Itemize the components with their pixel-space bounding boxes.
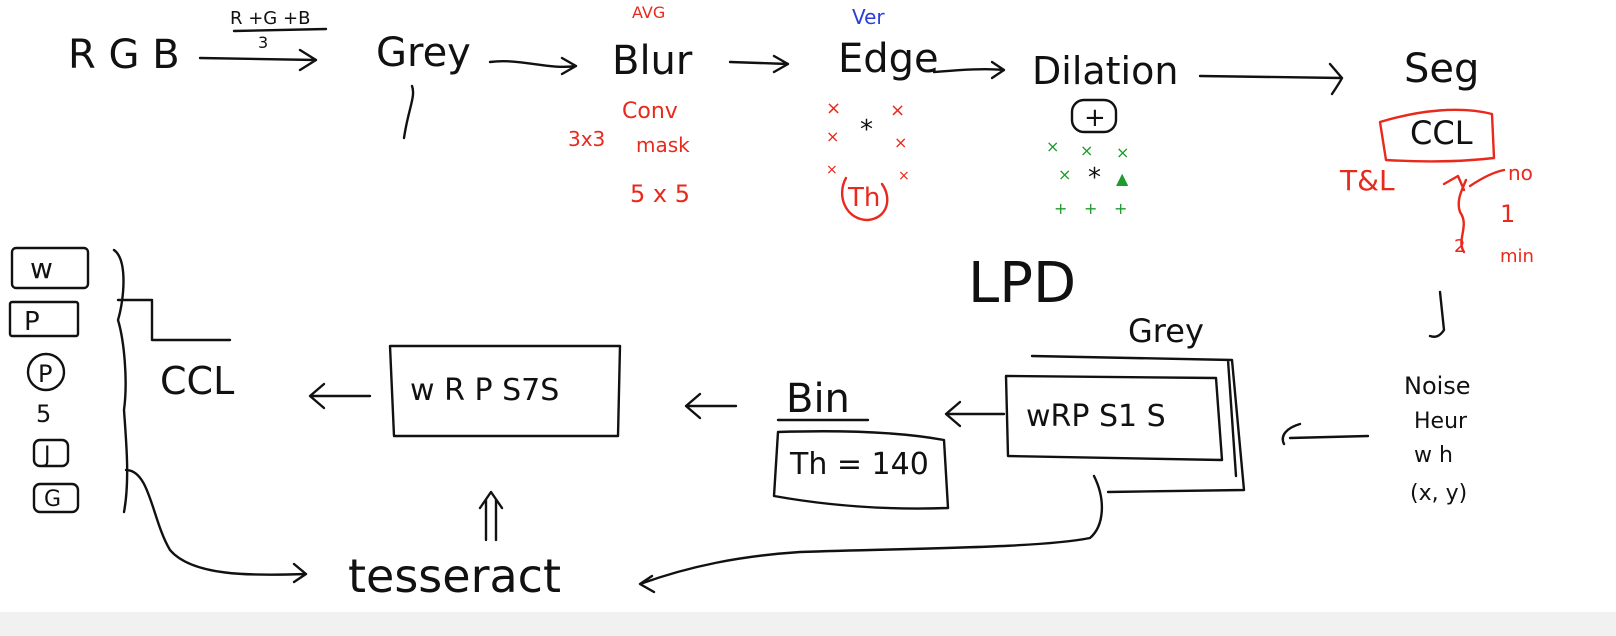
formula-numerator: R +G +B	[230, 8, 310, 29]
threshold-circle	[841, 176, 889, 222]
seg-one-label: 1	[1500, 200, 1515, 228]
char-box-g	[32, 482, 80, 514]
svg-text:×: ×	[826, 98, 841, 119]
grey-label: Grey	[376, 30, 471, 76]
edge-label: Edge	[838, 36, 939, 82]
svg-text:×: ×	[826, 127, 839, 146]
blur-label: Blur	[612, 38, 693, 84]
edge-note: Ver	[852, 5, 885, 29]
seg-two-label: 2	[1454, 236, 1465, 257]
formula-arrow: R +G +B 3	[198, 8, 328, 72]
svg-text:▲: ▲	[1116, 169, 1129, 188]
bin-label: Bin	[786, 376, 850, 422]
arrow-lpd-bin	[944, 400, 1006, 428]
plus-box	[1070, 98, 1118, 134]
svg-text:(x, y): (x, y)	[1410, 481, 1467, 506]
svg-text:×: ×	[1046, 137, 1059, 156]
svg-text:P: P	[38, 360, 52, 388]
arrow-edge-dilation	[932, 60, 1006, 80]
svg-text:w: w	[30, 252, 53, 285]
mask-label: mask	[636, 133, 690, 157]
arrow-bracket-tesseract	[124, 468, 308, 584]
warped2-box	[388, 344, 622, 438]
seg-down-stroke	[1428, 290, 1446, 338]
svg-text:J: J	[42, 443, 51, 468]
threshold-value: Th = 140	[789, 447, 929, 482]
t-and-l-label: T&L	[1339, 164, 1395, 197]
svg-text:Noise: Noise	[1404, 372, 1471, 400]
arrow-lpd-tesseract	[638, 474, 1104, 594]
seg-branch-arrow	[1442, 168, 1506, 254]
grey-down-stroke	[402, 84, 415, 140]
warped2-label: w R P S7S	[410, 373, 559, 408]
tesseract-label: tesseract	[348, 549, 561, 603]
arrow-dilation-seg	[1198, 62, 1344, 96]
arrow-blur-edge	[728, 54, 790, 74]
svg-text:*: *	[1088, 163, 1101, 193]
svg-text:w h: w h	[1414, 443, 1453, 468]
lpd-warped-label: wRP S1 S	[1026, 399, 1166, 434]
svg-text:+: +	[1084, 199, 1097, 218]
svg-text:+: +	[1054, 199, 1067, 218]
char-box-j	[32, 438, 70, 468]
threshold-label: Th	[847, 183, 880, 213]
svg-text:×: ×	[898, 168, 910, 184]
svg-text:P: P	[24, 307, 40, 337]
formula-denominator: 3	[258, 33, 268, 52]
ccl-top-label: CCL	[1410, 114, 1473, 152]
edge-kernel: × × × * × × ×	[826, 98, 910, 184]
bottom-status-strip	[0, 612, 1616, 636]
dilation-kernel: × × × × * ▲ + + +	[1046, 137, 1129, 218]
kernel-5x5: 5 x 5	[630, 180, 690, 208]
svg-text:G: G	[44, 487, 61, 512]
svg-text:Heur: Heur	[1414, 409, 1468, 434]
conv-label: Conv	[622, 99, 678, 124]
svg-text:×: ×	[1080, 141, 1093, 160]
seg-no-label: no	[1508, 161, 1533, 185]
svg-text:×: ×	[1116, 143, 1129, 162]
svg-text:×: ×	[890, 100, 905, 121]
arrow-noise-to-lpd	[1281, 422, 1370, 446]
noise-heur-notes: Noise Heur w h (x, y)	[1404, 372, 1471, 506]
seg-min-label: min	[1500, 246, 1534, 267]
lpd-grey-label: Grey	[1128, 312, 1204, 350]
svg-text:×: ×	[826, 162, 838, 178]
bracket	[112, 248, 232, 514]
char-5: 5	[36, 400, 51, 428]
arrow-grey-blur	[488, 56, 578, 76]
svg-text:×: ×	[1058, 165, 1071, 184]
kernel-3x3: 3x3	[568, 127, 605, 151]
rgb-label: R G B	[68, 32, 180, 78]
char-box-p1	[8, 300, 80, 338]
blur-note: AVG	[632, 3, 665, 22]
dilation-label: Dilation	[1032, 49, 1178, 93]
plus-label: +	[1084, 103, 1106, 133]
svg-text:+: +	[1114, 199, 1127, 218]
seg-label: Seg	[1404, 46, 1479, 92]
ccl-bottom-label: CCL	[160, 359, 234, 403]
ccl-box-top	[1378, 108, 1496, 163]
svg-text:×: ×	[894, 133, 907, 152]
svg-text:*: *	[860, 115, 873, 145]
char-segments: w P P 5 J G	[8, 246, 90, 514]
lpd-title: LPD	[968, 251, 1076, 316]
char-box-w	[10, 246, 90, 290]
threshold-box	[772, 430, 950, 510]
up-arrow-to-warped	[478, 490, 504, 542]
char-box-p2	[26, 352, 66, 392]
arrow-warped-ccl	[308, 382, 372, 410]
lpd-outer-frame	[1030, 354, 1246, 494]
arrow-bin-warped	[684, 392, 738, 420]
lpd-box	[1004, 374, 1224, 462]
